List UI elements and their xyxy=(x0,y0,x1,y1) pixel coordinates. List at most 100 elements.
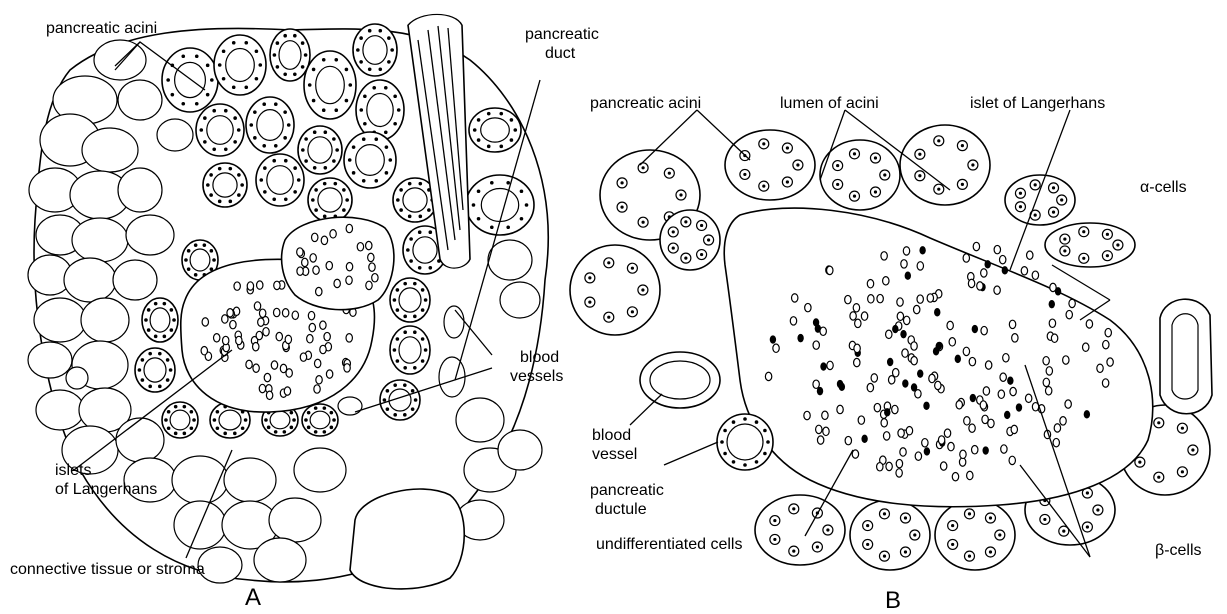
nucleus-dot xyxy=(918,153,921,156)
islet-cell xyxy=(827,266,833,274)
nucleus-dot xyxy=(1063,237,1066,240)
islet-cell xyxy=(773,344,779,352)
nucleus-dot xyxy=(409,237,413,241)
nucleus-dot xyxy=(1019,205,1022,208)
nucleus-dot xyxy=(424,298,428,302)
nucleus-dot xyxy=(1052,211,1055,214)
nucleus-dot xyxy=(253,136,257,140)
nucleus-dot xyxy=(147,328,151,332)
nucleus-dot xyxy=(212,147,216,151)
nucleus-dot xyxy=(304,53,308,57)
islet-cell xyxy=(877,294,883,302)
islet-cell xyxy=(820,327,826,335)
nucleus-dot xyxy=(1157,421,1160,424)
nucleus-dot xyxy=(345,99,349,103)
islet-cell xyxy=(273,308,279,316)
nucleus-dot xyxy=(244,41,248,45)
nucleus-dot xyxy=(210,249,214,253)
nucleus-dot xyxy=(403,366,407,370)
nucleus-dot xyxy=(904,516,907,519)
islet-cell xyxy=(234,282,240,290)
islet-cell xyxy=(264,373,270,381)
islet-cell xyxy=(813,341,819,349)
nucleus-dot xyxy=(473,128,477,132)
nucleus-dot xyxy=(393,348,397,352)
islet-cell xyxy=(911,342,917,350)
islet-cell xyxy=(320,345,326,353)
islet-cell xyxy=(1105,328,1111,336)
islet-cell xyxy=(994,245,1000,253)
nucleus-dot xyxy=(390,48,394,52)
label-a-blood-vessels-2: vessels xyxy=(510,368,563,385)
nucleus-dot xyxy=(144,318,148,322)
islet-cell xyxy=(944,429,950,437)
nucleus-dot xyxy=(304,418,308,422)
islet-cell xyxy=(813,380,819,388)
label-a-pancreatic-acini: pancreatic acini xyxy=(46,20,157,37)
nucleus-dot xyxy=(148,385,152,389)
islet-cell xyxy=(297,267,303,275)
islet-cell xyxy=(917,369,923,377)
nucleus-dot xyxy=(264,418,268,422)
nucleus-dot xyxy=(379,67,383,71)
islet-cell xyxy=(357,243,363,251)
islet-cell xyxy=(886,462,892,470)
nucleus-dot xyxy=(324,166,328,170)
islet-cell xyxy=(247,282,253,290)
islet-cell xyxy=(1043,357,1049,365)
nucleus-dot xyxy=(684,257,687,260)
nucleus-dot xyxy=(853,152,856,155)
islet-cell xyxy=(344,364,350,372)
panel-b-drawing xyxy=(570,125,1212,570)
nucleus-dot xyxy=(323,182,327,186)
islet-cell xyxy=(1103,340,1109,348)
islet-cell xyxy=(276,332,282,340)
islet-cell xyxy=(790,317,796,325)
blood-vessel-a-3 xyxy=(66,367,88,389)
nucleus-dot xyxy=(274,102,278,106)
nucleus-dot xyxy=(209,193,213,197)
islet-cell xyxy=(1001,445,1007,453)
islet-cell xyxy=(1054,424,1060,432)
islet-cell xyxy=(222,315,228,323)
islet-cell xyxy=(316,376,322,384)
nucleus-dot xyxy=(998,533,1001,536)
adipose-cell xyxy=(28,342,72,378)
nucleus-dot xyxy=(472,203,476,207)
nucleus-dot xyxy=(334,58,338,62)
islet-cell xyxy=(271,361,277,369)
nucleus-dot xyxy=(283,110,287,114)
acinus-inner xyxy=(413,237,437,263)
islet-cell xyxy=(854,344,860,352)
nucleus-dot xyxy=(510,118,514,122)
islet-cell xyxy=(1065,400,1071,408)
nucleus-dot xyxy=(393,122,397,126)
adipose-cell xyxy=(72,218,128,262)
nucleus-dot xyxy=(147,308,151,312)
nucleus-dot xyxy=(312,99,316,103)
islet-cell xyxy=(983,387,989,395)
islet-cell xyxy=(852,450,858,458)
nucleus-dot xyxy=(258,63,262,67)
nucleus-dot xyxy=(209,173,213,177)
acinus-inner xyxy=(279,41,301,70)
nucleus-dot xyxy=(1191,448,1194,451)
islet-cell xyxy=(334,279,340,287)
nucleus-dot xyxy=(232,41,236,45)
nucleus-dot xyxy=(323,215,327,219)
nucleus-dot xyxy=(237,193,241,197)
nucleus-dot xyxy=(396,198,400,202)
nucleus-dot xyxy=(418,266,422,270)
nucleus-dot xyxy=(490,181,494,185)
nucleus-dot xyxy=(421,288,425,292)
nucleus-dot xyxy=(1106,233,1109,236)
islet-cell xyxy=(892,405,898,413)
nucleus-dot xyxy=(167,410,171,414)
nucleus-dot xyxy=(293,190,297,194)
nucleus-dot xyxy=(259,178,263,182)
nucleus-dot xyxy=(352,171,356,175)
nucleus-dot xyxy=(255,49,259,53)
islet-cell xyxy=(1049,300,1055,308)
nucleus-dot xyxy=(290,411,294,415)
islet-cell xyxy=(977,282,983,290)
